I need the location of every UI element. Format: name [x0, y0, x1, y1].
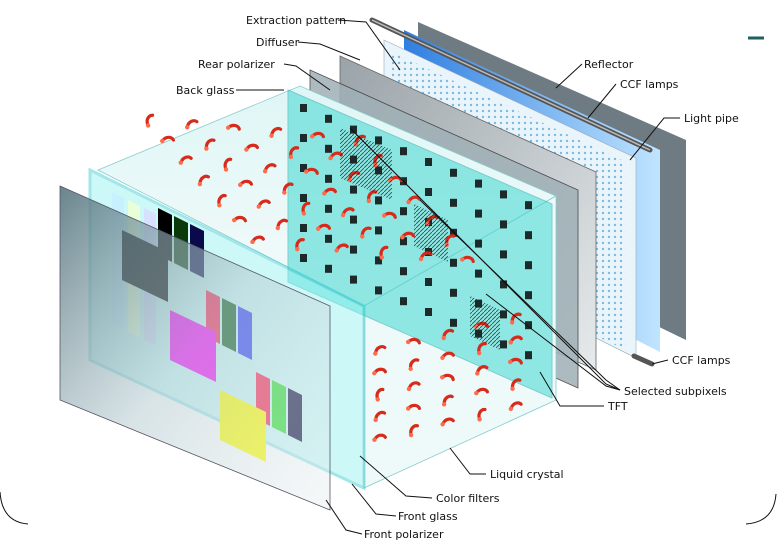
label-liquid-crystal: Liquid crystal [490, 468, 564, 481]
tft-cell [525, 261, 532, 270]
label-extraction-pattern: Extraction pattern [246, 14, 346, 27]
tft-cell [525, 291, 532, 300]
selected-subpixel-bottom [470, 296, 500, 350]
tft-cell [525, 351, 532, 360]
tft-cell [325, 174, 332, 183]
tft-cell [300, 134, 307, 142]
tft-cell [475, 269, 482, 278]
tft-cell [450, 168, 457, 177]
tft-cell [375, 136, 382, 145]
label-ccf-lamps-bottom: CCF lamps [672, 354, 731, 367]
tft-cell [300, 224, 307, 232]
tft-cell [525, 321, 532, 330]
front-polarizer-layer [59, 185, 331, 511]
tft-cell [400, 237, 407, 246]
tft-cell [375, 226, 382, 235]
tft-cell [375, 256, 382, 265]
tft-cell [475, 179, 482, 188]
label-selected-subpixels: Selected subpixels [624, 385, 727, 398]
ccf-lamp-top-highlight [371, 19, 651, 151]
tft-cell [425, 278, 432, 286]
tft-cell [525, 201, 532, 210]
tft-cell [450, 258, 457, 267]
tft-cell [500, 190, 507, 199]
tft-cell [375, 286, 382, 295]
label-reflector: Reflector [584, 58, 634, 71]
label-tft: TFT [607, 400, 628, 413]
tft-cell [350, 185, 357, 194]
tft-cell [525, 231, 532, 240]
leader-lines [236, 19, 680, 535]
tft-cell [450, 198, 457, 207]
tft-cell [400, 207, 407, 216]
tft-cell [500, 310, 507, 319]
selected-subpixel-top [340, 128, 392, 200]
crystal-molecule [140, 112, 159, 131]
label-back-glass: Back glass [176, 84, 235, 97]
tft-cell [300, 254, 307, 262]
tft-cell [500, 340, 507, 349]
tft-cell [500, 280, 507, 289]
tft-cell [325, 114, 332, 123]
tft-cell [425, 308, 432, 316]
tft-cell [350, 125, 357, 134]
crystal-molecule [183, 118, 199, 132]
tft-cell [350, 215, 357, 224]
tft-cell [475, 239, 482, 248]
label-color-filters: Color filters [436, 492, 500, 505]
tft-cell [400, 297, 407, 306]
tft-cell [325, 234, 332, 243]
tft-cell [400, 267, 407, 276]
frame-corner-left [0, 491, 29, 525]
label-light-pipe: Light pipe [684, 112, 739, 125]
label-ccf-lamps-top: CCF lamps [620, 78, 679, 91]
tft-cell [350, 245, 357, 254]
tft-cell [475, 209, 482, 218]
tft-cell [500, 250, 507, 259]
tft-cell [350, 275, 357, 284]
tft-cell [325, 144, 332, 153]
tft-cell [450, 318, 457, 327]
tft-cell [500, 220, 507, 229]
tft-cell [300, 194, 307, 202]
tft-cell [325, 264, 332, 273]
ccf-lamp-bottom-tube [631, 353, 655, 367]
tft-cell [325, 204, 332, 213]
tft-cell [300, 164, 307, 172]
label-front-glass: Front glass [398, 510, 458, 523]
tft-cell [400, 147, 407, 156]
label-diffuser: Diffuser [256, 36, 300, 49]
tft-cell [425, 158, 432, 166]
label-front-polarizer: Front polarizer [364, 528, 444, 541]
tft-cell [300, 104, 307, 112]
tft-cell [450, 288, 457, 297]
tft-cell [425, 188, 432, 196]
label-rear-polarizer: Rear polarizer [198, 58, 275, 71]
tft-cell [375, 196, 382, 205]
frame-corner-right [745, 493, 777, 525]
